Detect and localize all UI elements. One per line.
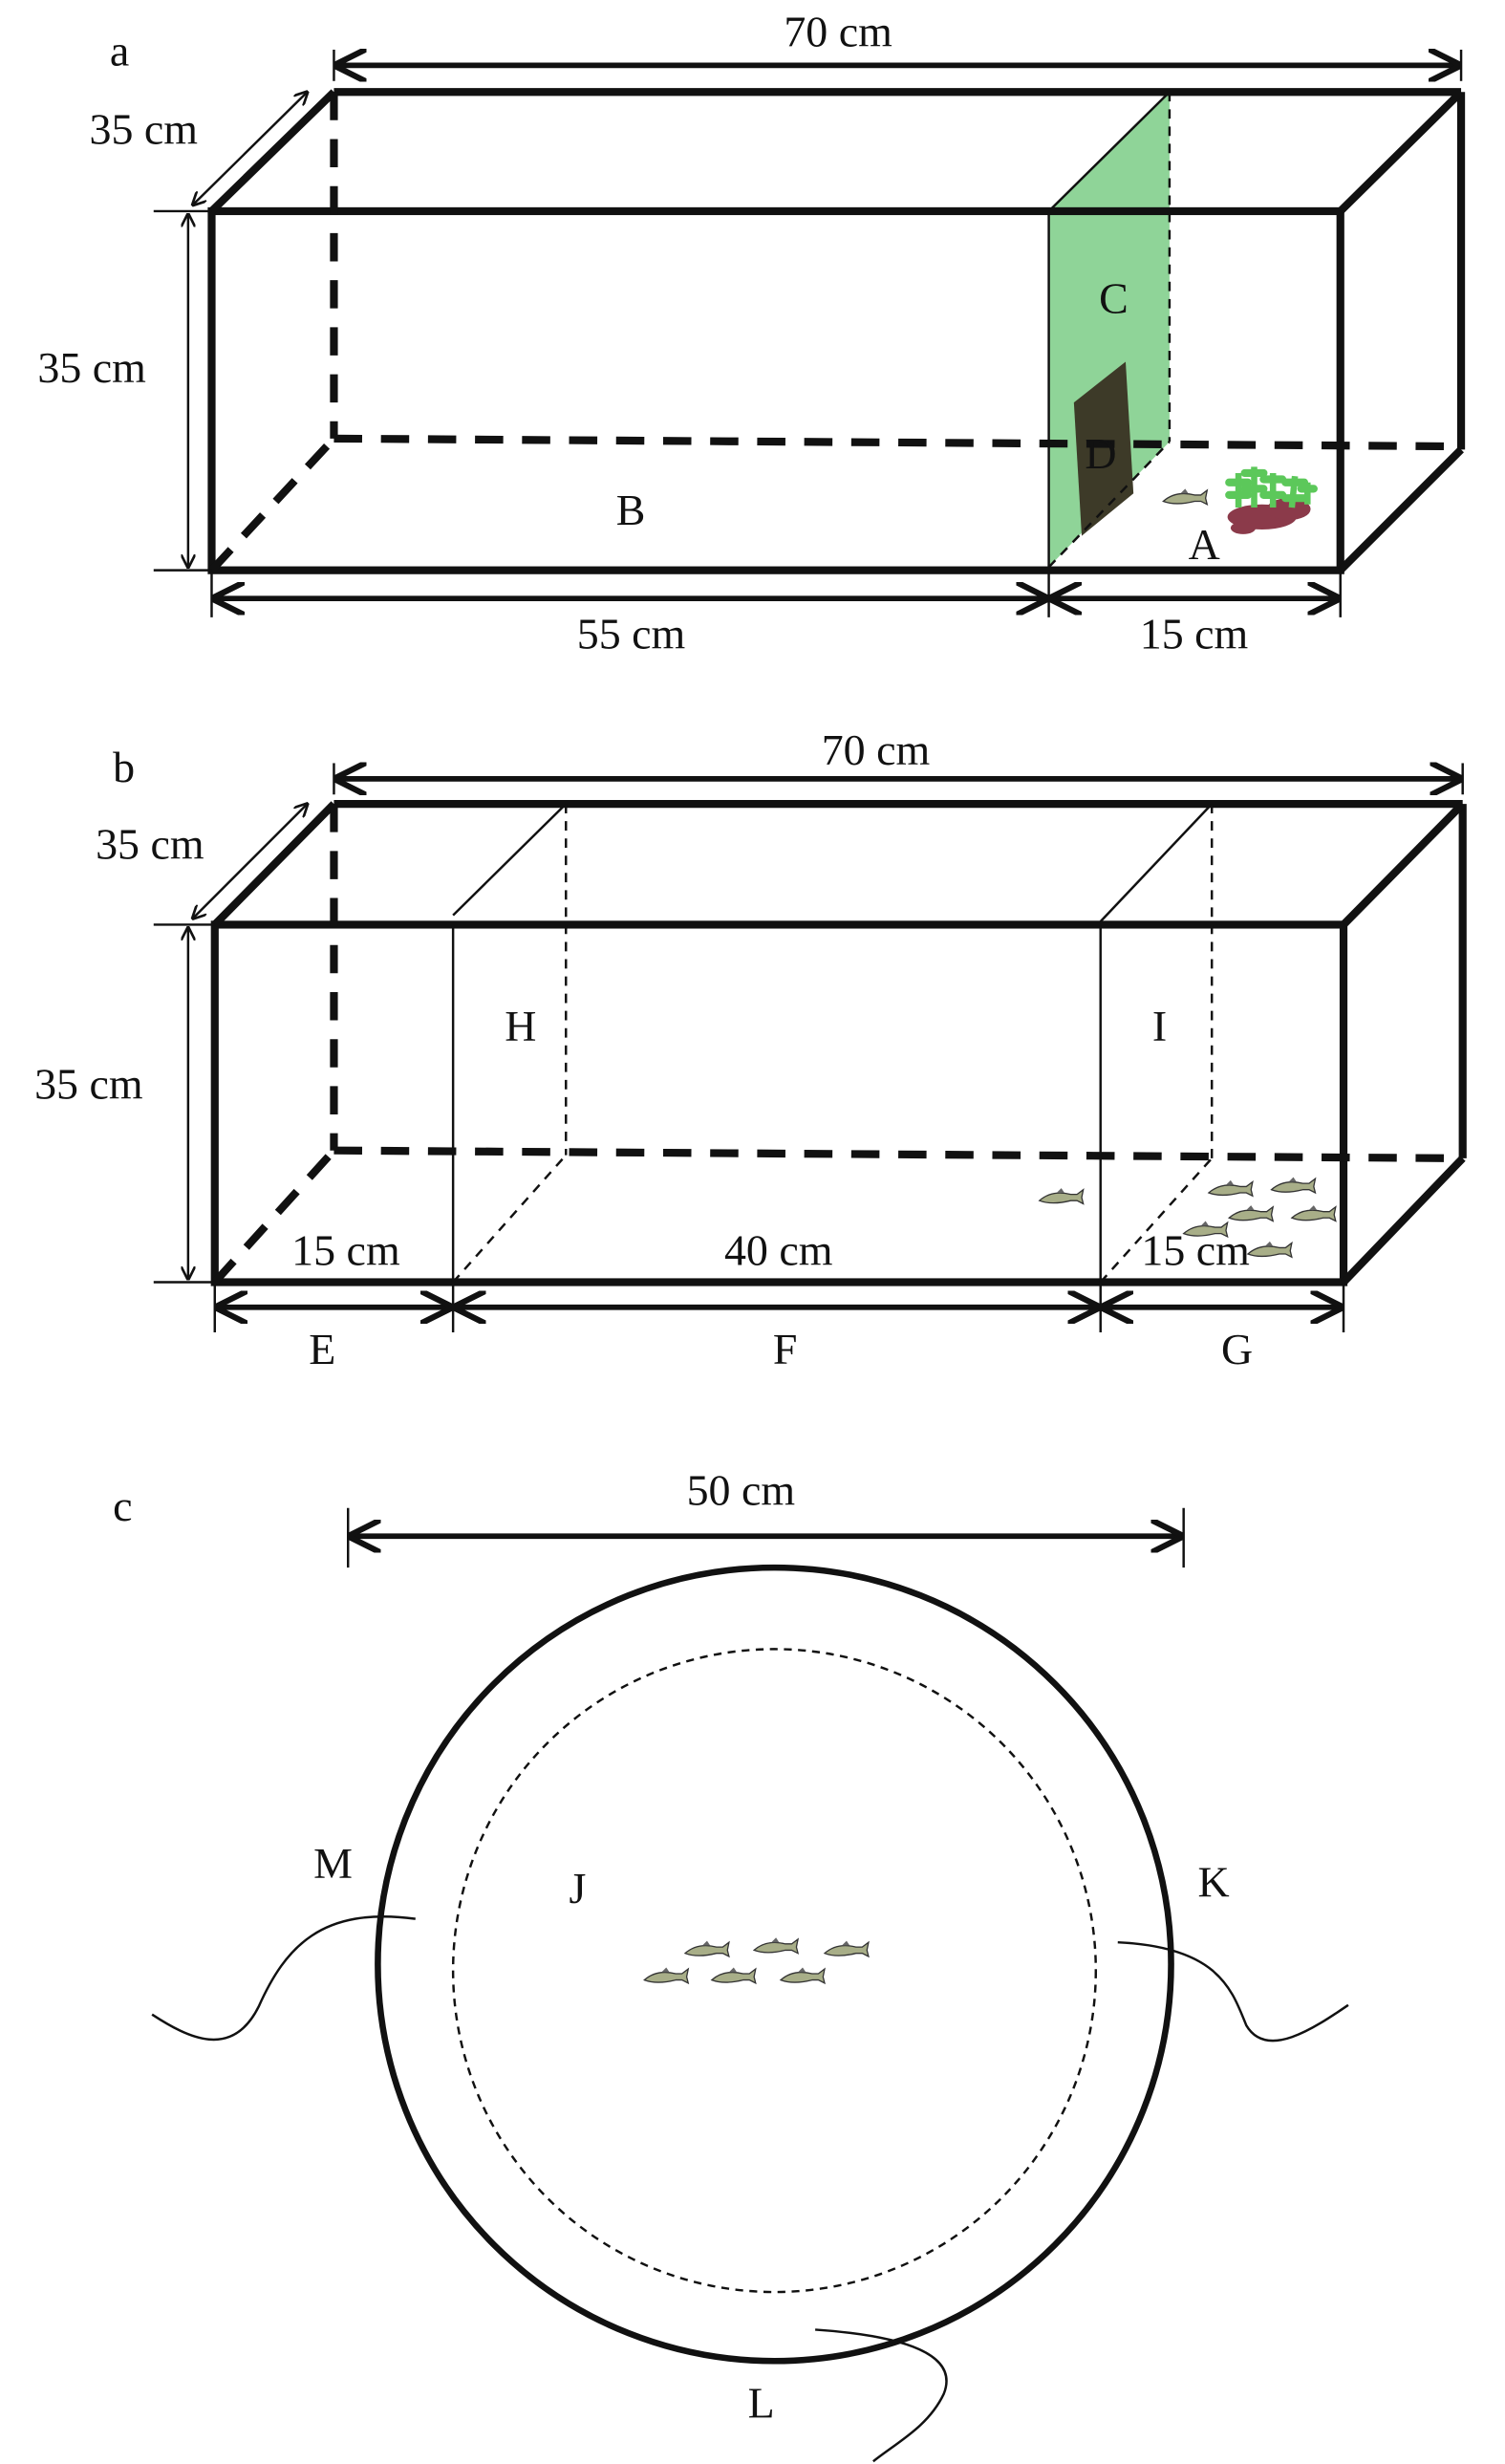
length-label-a: 70 cm	[784, 8, 892, 56]
fish-icon	[1038, 1187, 1085, 1205]
panel-a: a B C D A	[37, 8, 1466, 659]
height-label-a: 35 cm	[37, 343, 146, 392]
panel-a-label: a	[110, 26, 129, 75]
region-h: H	[505, 1002, 536, 1050]
left-section-label: 55 cm	[577, 610, 686, 659]
panel-c-label: c	[113, 1481, 132, 1530]
region-e: E	[309, 1325, 335, 1373]
region-i: I	[1152, 1002, 1167, 1050]
region-l: L	[748, 2378, 775, 2427]
fish-icon	[711, 1966, 757, 1984]
fish-icon	[824, 1939, 870, 1957]
fish-icon	[1208, 1179, 1254, 1198]
panel-b: b	[34, 725, 1467, 1373]
electrode-wire-l	[815, 2328, 948, 2463]
fish-icon	[753, 1936, 799, 1955]
fish-icon	[1291, 1204, 1337, 1222]
section-e-length: 15 cm	[291, 1225, 400, 1274]
plant-shelter-icon	[1225, 466, 1318, 534]
electrode-wire-m	[151, 1915, 416, 2042]
panel-c: c 50 cm M K J L	[113, 1465, 1349, 2463]
fish-icon	[1270, 1176, 1317, 1194]
length-label-b: 70 cm	[822, 725, 931, 774]
region-f: F	[773, 1325, 798, 1373]
depth-label-b: 35 cm	[96, 820, 204, 869]
round-tank	[375, 1564, 1174, 2365]
section-f-length: 40 cm	[724, 1225, 833, 1274]
panel-b-label: b	[113, 743, 135, 791]
region-k: K	[1197, 1858, 1229, 1907]
fish-icon	[684, 1939, 730, 1957]
fish-icon	[1162, 487, 1209, 506]
right-section-label: 15 cm	[1140, 610, 1249, 659]
fish-icon	[780, 1966, 826, 1984]
region-d: D	[1085, 429, 1116, 478]
electrode-wire-k	[1117, 1940, 1349, 2043]
region-j: J	[570, 1864, 587, 1913]
height-label-b: 35 cm	[34, 1060, 143, 1109]
region-g: G	[1221, 1325, 1253, 1373]
region-a: A	[1189, 520, 1220, 569]
fish-icon	[1247, 1241, 1293, 1259]
tank-b	[210, 800, 1467, 1286]
depth-label-a: 35 cm	[90, 104, 199, 153]
region-m: M	[313, 1839, 353, 1888]
fish-icon	[1228, 1204, 1275, 1222]
partition-h	[451, 803, 568, 1284]
partition-i	[1099, 803, 1214, 1284]
inner-zone-boundary	[451, 1648, 1098, 2294]
fish-icon	[643, 1966, 690, 1984]
fish-group-c	[643, 1936, 870, 1984]
section-g-length: 15 cm	[1141, 1225, 1250, 1274]
door-d	[1073, 361, 1134, 536]
region-b: B	[616, 486, 646, 534]
region-c: C	[1099, 274, 1129, 323]
diameter-label: 50 cm	[687, 1465, 796, 1514]
